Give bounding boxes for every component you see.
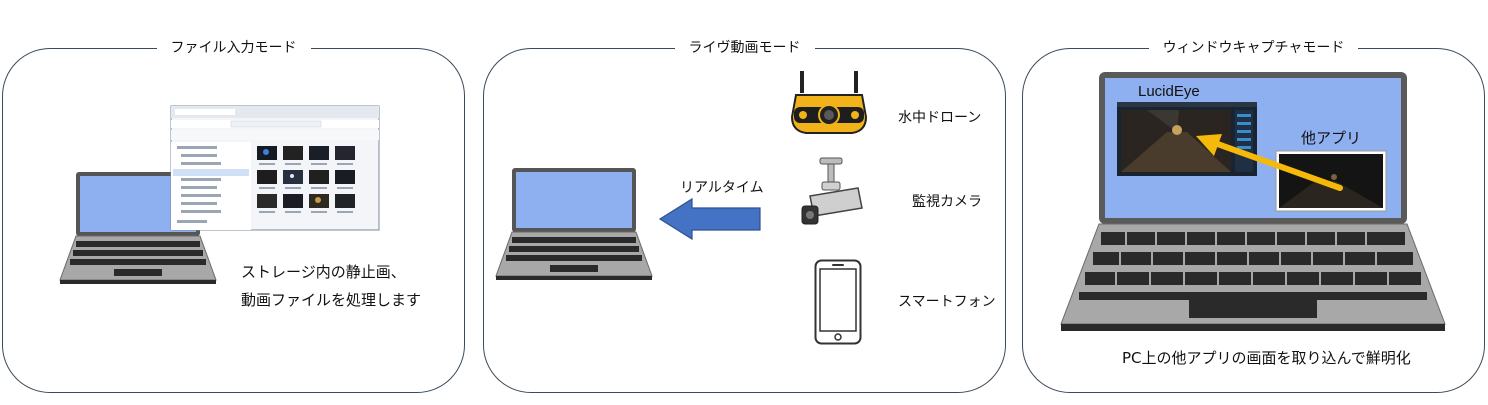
source-smartphone: スマートフォン bbox=[898, 294, 996, 310]
file-input-mode-title: ファイル入力モード bbox=[156, 40, 311, 56]
underwater-drone-icon bbox=[790, 71, 868, 134]
laptop-icon bbox=[495, 168, 653, 280]
lucideye-app-name: LucidEye bbox=[1138, 83, 1200, 100]
other-app-label: 他アプリ bbox=[1301, 129, 1362, 147]
window-capture-description: PC上の他アプリの画面を取り込んで鮮明化 bbox=[1122, 349, 1411, 367]
other-app-window bbox=[1275, 150, 1387, 212]
live-video-mode-title: ライヴ動画モード bbox=[674, 40, 815, 56]
laptop-icon bbox=[59, 172, 217, 284]
realtime-arrow-icon bbox=[658, 197, 761, 241]
file-input-description-line2: 動画ファイルを処理します bbox=[241, 291, 422, 309]
window-capture-mode-panel: ウィンドウキャプチャモード bbox=[1022, 40, 1485, 393]
live-video-mode-panel: ライヴ動画モード bbox=[483, 40, 1006, 393]
file-input-description-line1: ストレージ内の静止画、 bbox=[241, 263, 406, 281]
smartphone-icon bbox=[814, 259, 862, 345]
capture-arrow-icon bbox=[1196, 134, 1343, 191]
source-underwater-drone: 水中ドローン bbox=[898, 110, 982, 126]
window-capture-mode-title: ウィンドウキャプチャモード bbox=[1148, 40, 1359, 56]
realtime-label: リアルタイム bbox=[680, 180, 764, 196]
lucideye-app-window bbox=[1117, 102, 1257, 176]
file-input-mode-panel: ファイル入力モード bbox=[2, 40, 465, 393]
surveillance-camera-icon bbox=[801, 157, 863, 225]
source-surveillance-camera: 監視カメラ bbox=[912, 194, 982, 210]
file-explorer-window bbox=[170, 105, 380, 231]
